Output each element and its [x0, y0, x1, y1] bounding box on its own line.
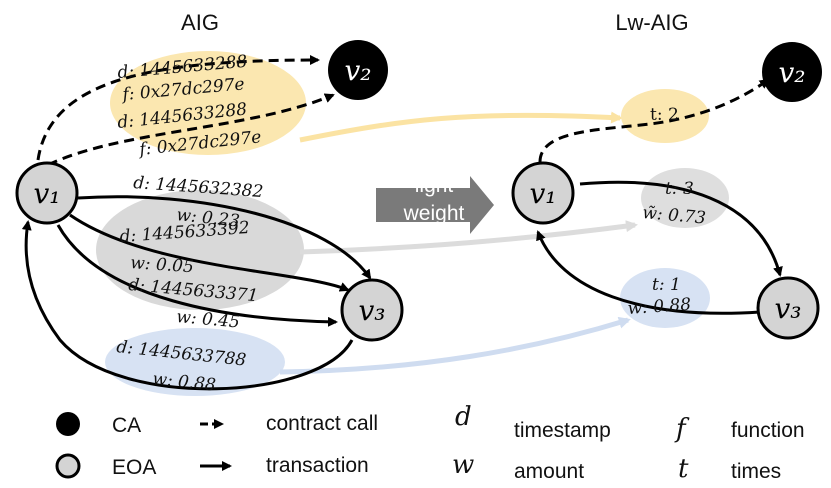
- legend: CA EOA contract call transaction d times…: [55, 402, 805, 484]
- legend-contract-call-label: contract call: [266, 412, 378, 435]
- aig-call-edge-2: [47, 93, 335, 167]
- lw-tx-edge-1-3: [579, 180, 783, 277]
- lw-tx13-times: t: 3: [665, 179, 694, 199]
- lw-aig-title: Lw-AIG: [615, 10, 688, 35]
- legend-ca-marker: [56, 412, 80, 436]
- aig-tx-edge-4: [21, 220, 354, 391]
- legend-transaction-label: transaction: [266, 454, 369, 477]
- lw-tx13-amount: w̃: 0.73: [642, 203, 707, 228]
- lw-node-v2: v₂: [762, 42, 822, 102]
- aig-node-v3: v₃: [340, 278, 404, 342]
- lw-tx-edge-3-1: [536, 230, 761, 315]
- yellow-highlight-right: [621, 89, 709, 143]
- legend-f-desc: function: [731, 419, 805, 442]
- lw-call-edge: [538, 78, 770, 163]
- legend-eoa-marker: [55, 453, 81, 479]
- aig-node-v2: v₂: [328, 40, 388, 100]
- svg-text:v₂: v₂: [778, 56, 805, 89]
- lw-call-times: t: 2: [650, 105, 679, 125]
- aig-tx2-amount: w: 0.05: [130, 253, 195, 277]
- lightweight-arrow: [376, 176, 494, 234]
- gray-highlight-left: [96, 190, 304, 310]
- gray-mapping-arrow: [299, 220, 638, 255]
- legend-d-desc: timestamp: [514, 419, 611, 442]
- aig-tx-edge-2: [69, 213, 350, 292]
- legend-w-desc: amount: [514, 460, 584, 483]
- yellow-highlight-left: [110, 51, 306, 155]
- lightweight-label-line2: weight: [403, 202, 465, 225]
- legend-ca-label: CA: [112, 414, 141, 437]
- legend-f-symbol: f: [674, 414, 690, 444]
- svg-text:v₁: v₁: [529, 177, 556, 210]
- lw-tx31-times: t: 1: [652, 275, 681, 295]
- svg-text:v₁: v₁: [33, 177, 60, 210]
- lw-tx31-amount: w: 0.88: [627, 295, 692, 319]
- aig-tx-edge-1: [77, 195, 372, 280]
- legend-eoa-label: EOA: [112, 456, 156, 479]
- legend-d-symbol: d: [455, 402, 472, 432]
- aig-title: AIG: [181, 10, 219, 35]
- aig-call-edge-1: [36, 55, 320, 161]
- aig-tx-edge-3: [56, 224, 338, 327]
- legend-t-symbol: t: [678, 454, 689, 484]
- blue-mapping-arrow: [279, 316, 631, 375]
- legend-t-desc: times: [731, 460, 781, 483]
- lightweight-label-line1: light: [415, 174, 454, 197]
- legend-w-symbol: w: [452, 450, 474, 480]
- svg-text:v₂: v₂: [344, 54, 371, 87]
- yellow-mapping-arrow: [299, 111, 623, 143]
- svg-text:v₃: v₃: [358, 294, 385, 327]
- lw-node-v1: v₁: [511, 161, 575, 225]
- svg-text:v₃: v₃: [774, 292, 801, 325]
- aig-node-v1: v₁: [15, 161, 79, 225]
- gray-highlight-right: [641, 168, 729, 228]
- lw-node-v3: v₃: [756, 276, 820, 340]
- blue-highlight-left: [105, 328, 285, 396]
